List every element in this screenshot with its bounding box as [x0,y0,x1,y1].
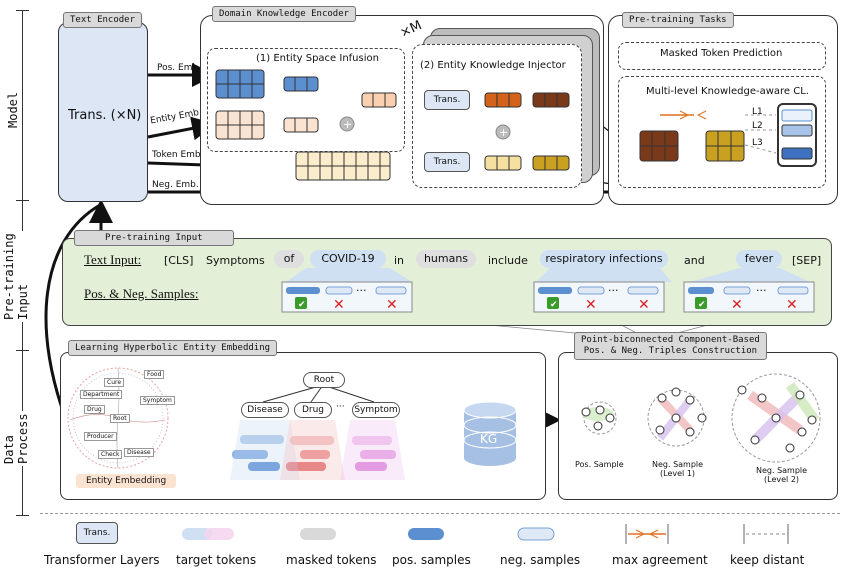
triples-title: Point-biconnected Component-Based Pos. &… [574,332,767,360]
svg-text:✔: ✔ [698,300,706,310]
legend-divider [40,513,840,514]
add-op-1 [339,116,355,132]
ring-label-check: Check [98,450,123,459]
add-op-2 [495,124,511,140]
entity-out-vector [484,92,522,108]
level-l3: L3 [752,138,763,148]
legend-keep-distant: keep distant [730,553,805,567]
svg-text:✕: ✕ [386,297,398,313]
axis-tick [16,350,29,351]
entity-vector [283,117,319,133]
ring-label-root: Root [110,414,130,423]
tree-disease: Disease [241,402,289,418]
pos-vector [283,76,319,92]
ring-label-producer: Producer [84,432,117,441]
tasks-title: Pre-training Tasks [622,12,734,28]
token-in: in [394,254,405,267]
pretraining-input-title: Pre-training Input [74,230,234,246]
axis-tick [16,10,29,11]
token-emb-label: Token Emb. [152,150,204,160]
ring-label-department: Department [80,390,123,399]
pos-emb-grid [215,69,265,99]
legend-pos-samples: pos. samples [392,553,471,567]
svg-text:✔: ✔ [298,300,306,310]
neg-sample-l2-label: Neg. Sample (Level 2) [756,466,808,484]
kg-label: KG [480,432,498,446]
tree-root: Root [303,372,345,388]
mtp-box [618,42,826,70]
transformer-layer-1: Trans. [424,90,470,110]
ring-label-disease: Disease [124,448,154,457]
samples-label: Pos. & Neg. Samples: [84,286,199,301]
legend-target-tokens: target tokens [176,553,257,567]
token-humans: humans [416,250,476,268]
mtp-label: Masked Token Prediction [660,48,783,59]
dots-3: ··· [756,284,767,297]
ring-label-drug: Drug [84,405,105,414]
cl-label: Multi-level Knowledge-aware CL. [646,86,809,97]
svg-text:✕: ✕ [786,297,798,313]
token-respiratory: respiratory infections [540,250,668,268]
legend-masked-tokens: masked tokens [286,553,377,567]
svg-text:✕: ✕ [638,297,650,313]
text-encoder-panel [58,22,148,202]
token-of: of [274,250,304,268]
legend-max-agreement: max agreement [612,553,708,567]
dke-title: Domain Knowledge Encoder [212,6,357,22]
text-encoder-title: Text Encoder [63,12,143,28]
entity-final-vector [532,92,570,108]
svg-text:+: + [343,118,352,131]
neg-emb-label: Neg. Emb. [152,180,199,190]
level-l1: L1 [752,107,763,117]
injector-title: (2) Entity Knowledge Injector [420,60,566,71]
token-fever: fever [736,250,782,268]
tree-symptom: Symptom [352,402,400,418]
cl-box [618,76,826,188]
legend-neg-samples: neg. samples [500,553,581,567]
dots-2: ··· [608,284,619,297]
tree-dots: ··· [336,402,345,412]
pos-emb-label: Pos. Emb. [157,63,202,73]
infused-vector [361,92,397,108]
svg-text:✕: ✕ [333,297,345,313]
legend-transformer-layers: Transformer Layers [44,553,160,567]
transformer-layer-2: Trans. [424,152,470,172]
token-sep: [SEP] [792,254,822,267]
dots-1: ··· [356,284,367,297]
text-encoder-trans: Trans. (×N) [68,108,142,123]
ring-label-food: Food [144,370,165,379]
svg-text:✕: ✕ [585,297,597,313]
entity-embedding-label: Entity Embedding [76,474,177,488]
token-include: include [488,254,528,267]
neg-sample-l1-label: Neg. Sample (Level 1) [652,460,704,478]
token-cls: [CLS] [164,254,194,267]
ring-label-symptom: Symptom [140,396,175,405]
svg-text:+: + [499,126,508,139]
hyperbolic-title: Learning Hyperbolic Entity Embedding [68,340,278,356]
svg-text:✕: ✕ [731,297,743,313]
svg-text:✔: ✔ [550,300,558,310]
legend-trans-box: Trans. [76,522,118,544]
token-and: and [684,254,705,267]
token-covid: COVID-19 [310,250,386,268]
axis-tick [16,515,29,516]
space-infusion-title: (1) Entity Space Infusion [256,53,379,64]
token-symptoms: Symptoms [206,254,265,267]
tree-drug: Drug [294,402,332,418]
ring-label-cure: Cure [104,378,125,387]
axis-tick [16,200,29,201]
pos-sample-label: Pos. Sample [575,460,624,469]
text-input-label: Text Input: [84,252,142,267]
token-final-vector [532,155,570,171]
level-l2: L2 [752,121,763,131]
token-out-vector [484,155,522,171]
